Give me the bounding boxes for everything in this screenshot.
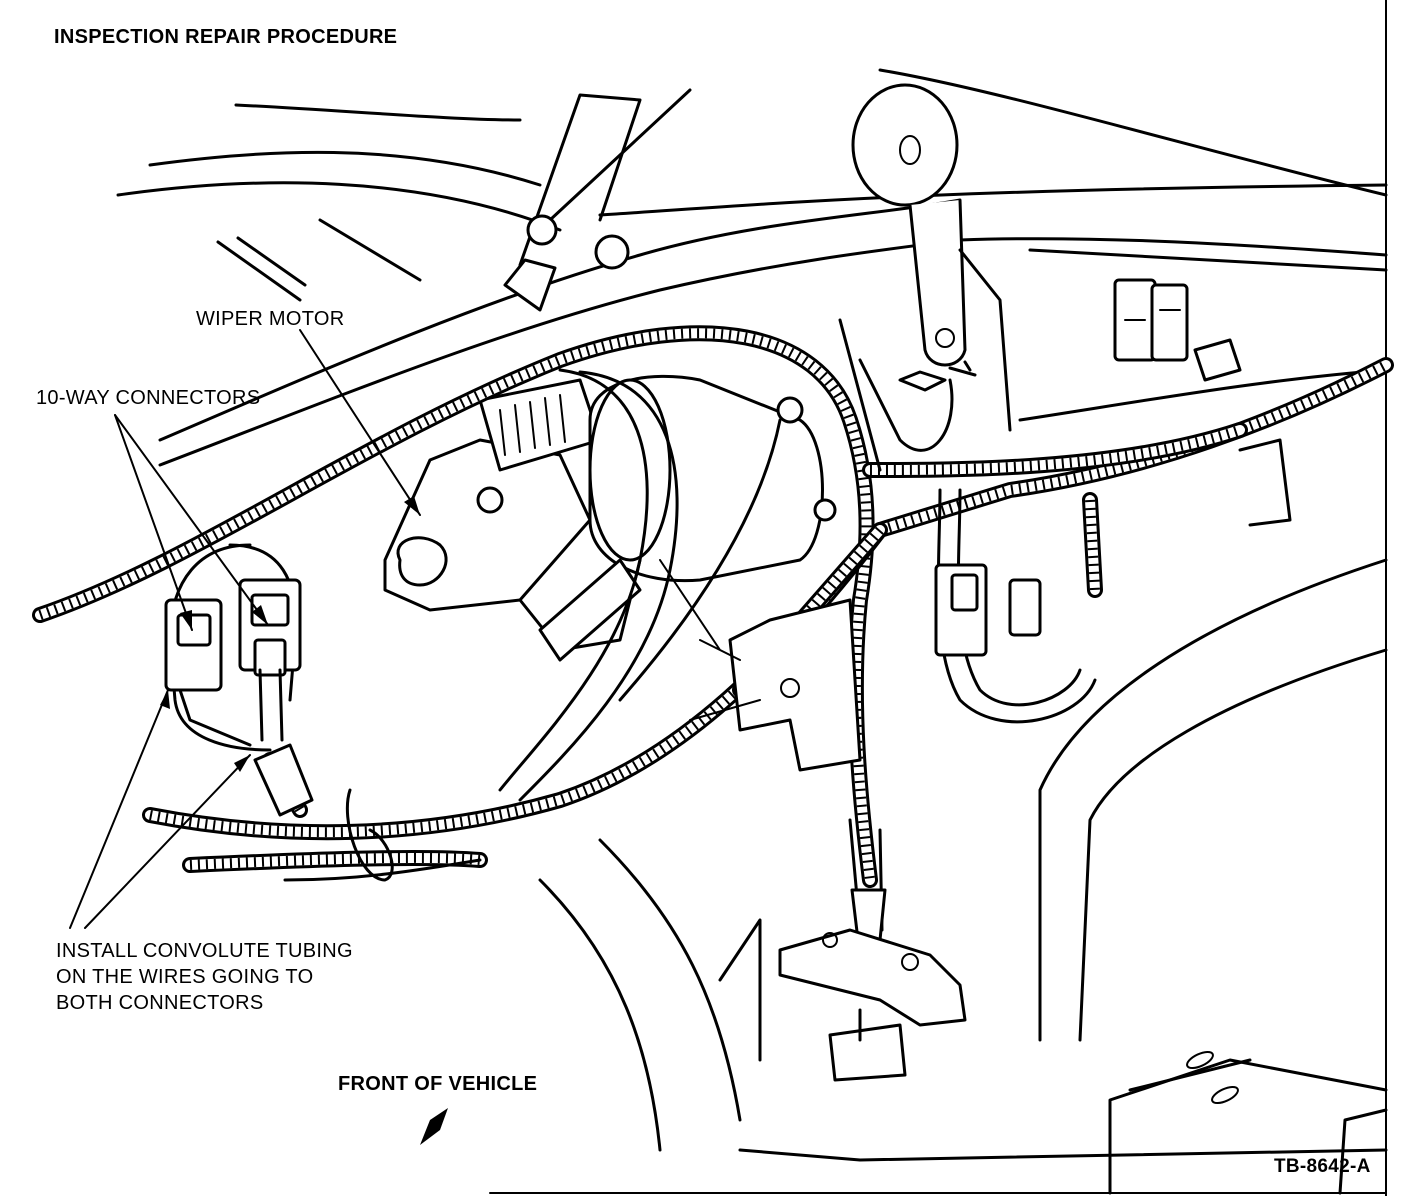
connector-leader-right <box>114 414 269 626</box>
wiper-motor-leader <box>299 329 421 516</box>
fender-panel-lines <box>538 438 1388 1195</box>
horn-assembly <box>851 83 1012 432</box>
upper-right-connectors <box>1113 278 1242 382</box>
lower-bracket <box>778 818 967 1082</box>
figure-code: TB-8642-A <box>1274 1156 1371 1177</box>
front-direction-arrow-icon <box>420 1108 448 1145</box>
leader-lines <box>69 329 421 929</box>
install-note-line: ON THE WIRES GOING TO <box>56 966 314 988</box>
front-of-vehicle-label: FRONT OF VEHICLE <box>338 1073 538 1095</box>
install-tubing-note: INSTALL CONVOLUTE TUBING ON THE WIRES GO… <box>56 938 353 1016</box>
tubing-leader-left <box>69 689 169 929</box>
ten-way-connectors-label: 10-WAY CONNECTORS <box>36 387 261 409</box>
install-note-line: BOTH CONNECTORS <box>56 992 264 1014</box>
right-harness-connectors <box>659 360 1097 772</box>
diagram-title: INSPECTION REPAIR PROCEDURE <box>54 26 398 48</box>
wiper-pivot-arm <box>503 88 692 312</box>
install-note-line: INSTALL CONVOLUTE TUBING <box>56 940 353 962</box>
wiper-motor <box>383 374 837 662</box>
wiper-motor-label: WIPER MOTOR <box>196 308 345 330</box>
connector-leader-left <box>114 414 193 631</box>
tubing-leader-right <box>84 754 251 929</box>
